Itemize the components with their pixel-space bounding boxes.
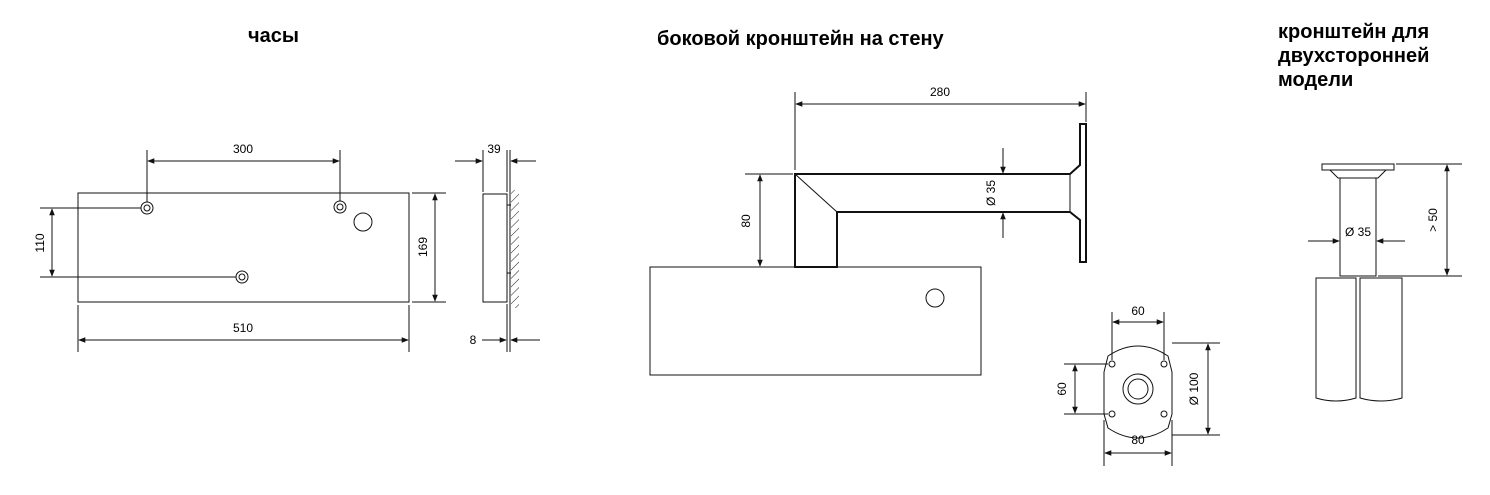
dim-label-double-diameter: Ø 35 bbox=[1345, 225, 1371, 239]
side-bracket-title: боковой кронштейн на стену bbox=[657, 28, 944, 50]
bracket-clock-body bbox=[649, 266, 982, 376]
clock-sensor-circle bbox=[353, 212, 373, 232]
dim-label-510: 510 bbox=[233, 321, 253, 335]
bracket-arm bbox=[794, 123, 1087, 268]
plate-center-hole bbox=[1127, 378, 1149, 400]
dim-label-280: 280 bbox=[930, 85, 950, 99]
dim-label-8: 8 bbox=[470, 333, 477, 347]
dim-label-plate-diameter: Ø 100 bbox=[1187, 372, 1201, 405]
double-clock-right bbox=[1359, 277, 1403, 402]
dim-label-double-length: > 50 bbox=[1426, 208, 1440, 232]
mounting-plate-drawing: 60 60 Ø 100 80 bbox=[1055, 304, 1220, 466]
mounting-plate bbox=[1103, 345, 1173, 439]
double-top-plate bbox=[1321, 163, 1395, 171]
mount-hole-left bbox=[140, 201, 154, 215]
mount-hole-bottom bbox=[235, 270, 249, 284]
clock-body bbox=[77, 192, 410, 303]
side-bracket-drawing: 280 80 Ø 35 bbox=[649, 85, 1087, 376]
double-bracket-title-line-3: модели bbox=[1278, 69, 1354, 91]
clock-title: часы bbox=[248, 25, 299, 47]
clock-front-view: 300 110 169 510 bbox=[33, 142, 446, 352]
bracket-clock-sensor bbox=[925, 288, 945, 308]
clock-side-body bbox=[482, 193, 508, 303]
double-bracket-drawing: Ø 35 > 50 bbox=[1308, 163, 1462, 402]
dim-label-80: 80 bbox=[739, 214, 753, 228]
dim-label-plate-60v: 60 bbox=[1055, 382, 1069, 396]
double-bracket-title-line-1: кронштейн для bbox=[1278, 21, 1430, 43]
dim-label-110: 110 bbox=[33, 233, 47, 252]
double-bracket-title-line-2: двухсторонней bbox=[1278, 45, 1430, 67]
dim-label-plate-80: 80 bbox=[1131, 433, 1145, 447]
wall-hatch bbox=[511, 190, 519, 308]
dim-label-300: 300 bbox=[233, 142, 253, 156]
double-bracket-title: кронштейн для двухсторонней модели bbox=[1278, 20, 1478, 92]
clock-side-view: 39 8 bbox=[455, 142, 540, 352]
double-clock-left bbox=[1315, 277, 1357, 402]
double-tube bbox=[1339, 177, 1377, 277]
dim-label-39: 39 bbox=[487, 142, 501, 156]
dim-label-169: 169 bbox=[416, 237, 430, 257]
plate-center-hole-outer bbox=[1122, 373, 1154, 405]
dim-label-bracket-diameter: Ø 35 bbox=[984, 180, 998, 206]
dim-label-plate-60h: 60 bbox=[1131, 304, 1145, 318]
mount-hole-right bbox=[333, 200, 347, 214]
